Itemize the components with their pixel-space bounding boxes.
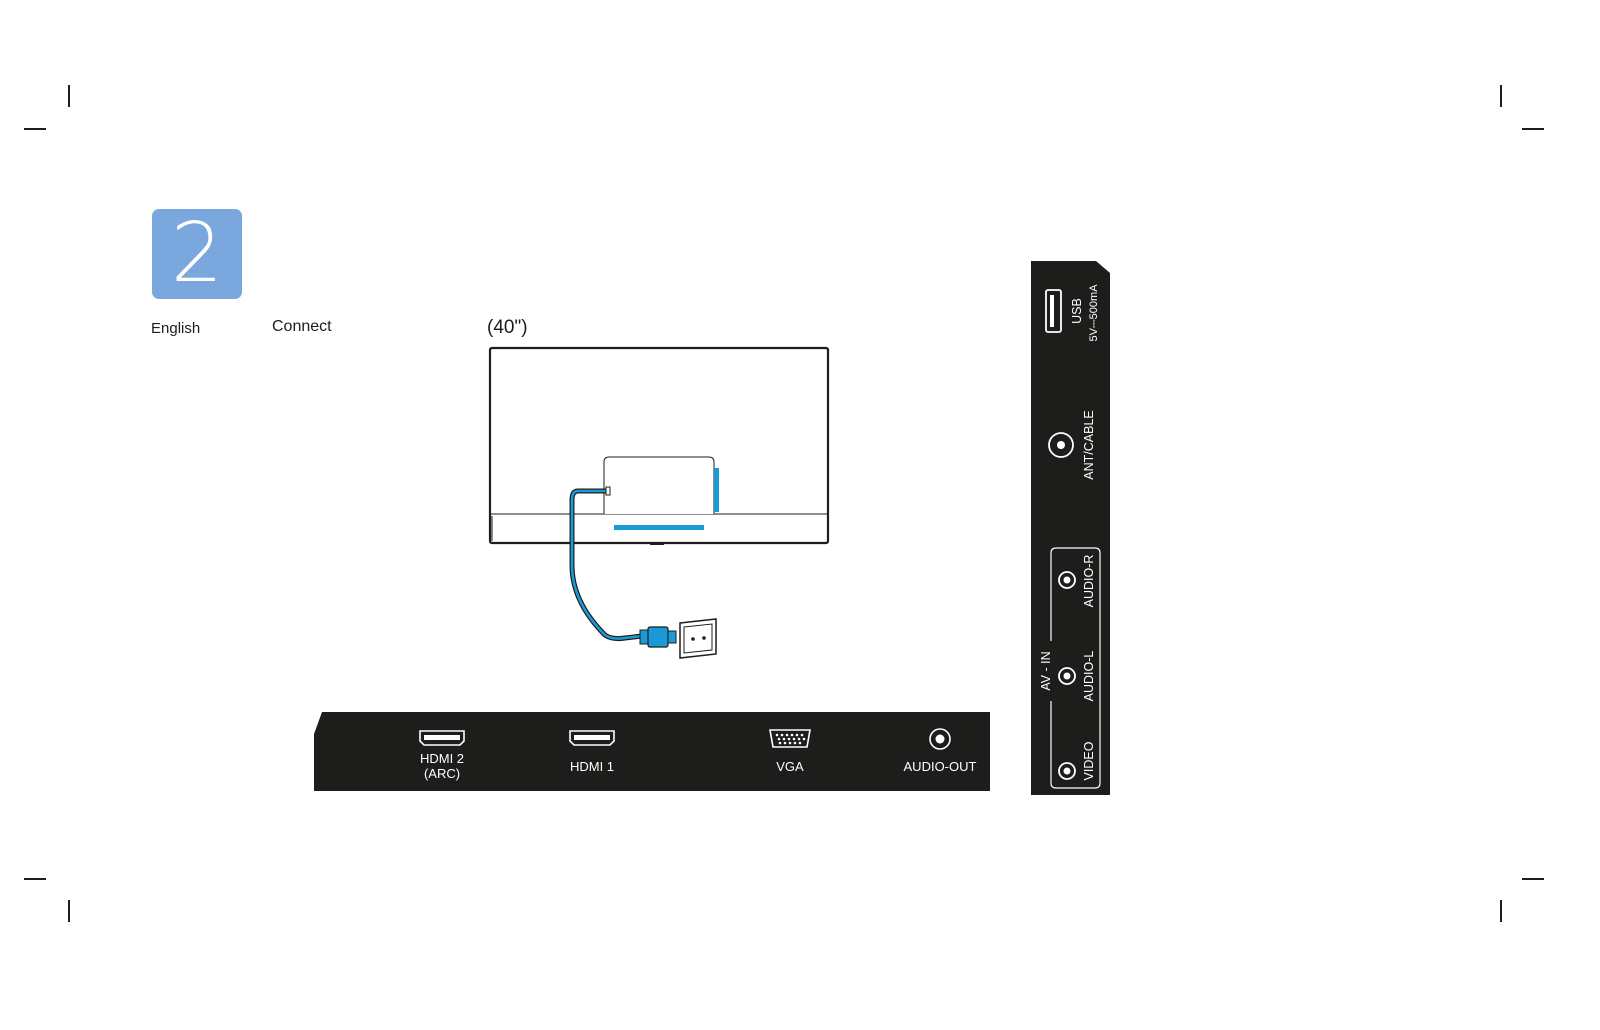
crop-mark: [1500, 85, 1502, 107]
av-in-label: AV - IN: [1039, 651, 1053, 690]
crop-mark: [68, 900, 70, 922]
usb-rating-label: 5V⎓500mA: [1088, 284, 1100, 342]
cable-tv-connector: [605, 486, 611, 496]
wall-socket-icon: [679, 618, 717, 659]
section-title: Connect: [272, 318, 332, 335]
crop-mark: [1522, 128, 1544, 130]
port-area-accent: [714, 468, 719, 512]
stand-mount-accent: [614, 525, 704, 530]
video-jack-icon: [1058, 762, 1076, 780]
av-in-group-frame: [1050, 547, 1101, 789]
crop-mark: [24, 878, 46, 880]
tv-back-drawing: [488, 346, 830, 659]
audio-r-jack-icon: [1058, 571, 1076, 589]
bottom-connector-panel: HDMI 2 (ARC) HDMI 1 VGA AUDIO-OUT: [314, 712, 990, 791]
hdmi1-label: HDMI 1: [570, 759, 614, 774]
step-number-badge: 2: [152, 209, 242, 299]
tv-foot: [650, 542, 664, 545]
side-connector-panel: USB 5V⎓500mA ANT/CABLE AV - IN AUDIO-R A…: [1031, 261, 1110, 795]
audio-l-jack-icon: [1058, 667, 1076, 685]
crop-mark: [1500, 900, 1502, 922]
hdmi2-port-icon: [419, 730, 465, 746]
vga-port-icon: [769, 729, 811, 748]
audio-out-jack-icon: [929, 728, 951, 750]
hdmi2-arc-label: (ARC): [424, 766, 460, 781]
vga-label: VGA: [776, 759, 804, 774]
hdmi1-port-icon: [569, 730, 615, 746]
tv-size-label: (40"): [487, 317, 528, 338]
antenna-cable-jack-icon: [1048, 432, 1074, 458]
audio-r-label: AUDIO-R: [1082, 555, 1096, 608]
power-plug: [639, 626, 677, 648]
ant-cable-label: ANT/CABLE: [1082, 410, 1096, 479]
audio-l-label: AUDIO-L: [1082, 651, 1096, 702]
audio-out-label: AUDIO-OUT: [904, 759, 977, 774]
video-label: VIDEO: [1082, 741, 1096, 780]
tv-back-cover: [603, 456, 715, 514]
crop-mark: [68, 85, 70, 107]
crop-mark: [24, 128, 46, 130]
crop-mark: [1522, 878, 1544, 880]
language-label: English: [151, 320, 201, 337]
usb-label: USB: [1070, 298, 1084, 324]
hdmi2-label: HDMI 2: [420, 751, 464, 766]
usb-port-icon: [1045, 289, 1062, 333]
power-cable-inner: [570, 489, 643, 640]
